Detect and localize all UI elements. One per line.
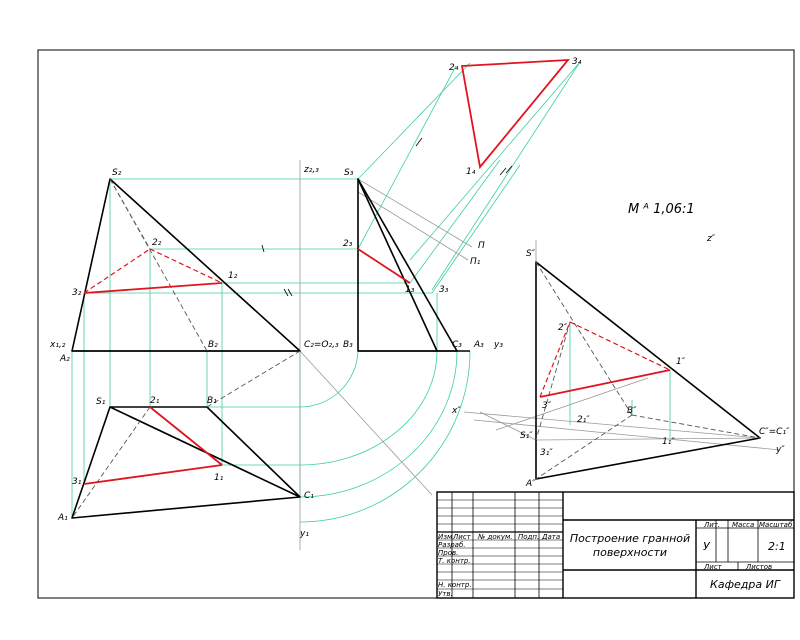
construction-lines — [71, 61, 671, 523]
label-b3: B₃ — [343, 340, 353, 350]
true-shape-triangle — [460, 58, 570, 170]
tb-mass-head: Масса — [732, 521, 754, 529]
section-front-solid — [83, 282, 223, 294]
tb-scale-val: 2:1 — [768, 540, 786, 553]
label-a-ax: A″ — [525, 479, 536, 489]
label-1-4: 1₄ — [466, 167, 476, 177]
tb-lit-val: У — [703, 540, 711, 553]
tb-dept: Кафедра ИГ — [710, 578, 781, 591]
tb-row-razrab: Разраб. — [438, 541, 466, 549]
label-y-ax: y″ — [775, 445, 785, 455]
label-3-3: 3₃ — [439, 285, 449, 295]
label-c1: C₁ — [304, 491, 314, 501]
label-1-2: 1₂ — [228, 271, 238, 281]
title-block-text: Изм Лист № докум. Подп. Дата Разраб. Про… — [438, 521, 793, 598]
tb-title-line2: поверхности — [593, 546, 667, 559]
side-view-triangle — [357, 178, 458, 352]
tb-col-izm: Изм — [438, 533, 453, 541]
tb-row-utv: Утв. — [438, 590, 453, 598]
section-top-solid-2 — [83, 464, 223, 485]
hidden-lines — [71, 178, 761, 519]
title-block — [436, 491, 795, 599]
label-1-ax: 1″ — [676, 357, 686, 367]
section-axon-solid — [539, 369, 671, 398]
label-s3: S₃ — [344, 168, 354, 178]
tb-sheets-head: Листов — [745, 563, 772, 571]
tb-row-nkontr: Н. контр. — [438, 581, 472, 589]
label-x12: x₁,₂ — [49, 340, 66, 350]
label-s1: S₁ — [96, 397, 106, 407]
label-3-2: 3₂ — [72, 288, 82, 298]
label-1-3: 1₃ — [405, 285, 415, 295]
object-lines — [71, 178, 761, 519]
label-c3: C₃ — [452, 340, 462, 350]
label-b1: B₁ — [207, 396, 217, 406]
tb-lit-head: Лит. — [703, 521, 720, 529]
tb-col-list: Лист — [452, 533, 472, 541]
label-s2: S₂ — [112, 168, 122, 178]
label-a3: A₃ — [473, 340, 484, 350]
tb-row-prov: Пров. — [438, 549, 458, 557]
tb-scale-head: Масштаб — [759, 521, 793, 529]
label-z23: z₂,₃ — [303, 165, 319, 175]
label-a2: A₂ — [59, 354, 70, 364]
label-1-ax-sec: 1₁″ — [662, 437, 675, 447]
label-b2: B₂ — [208, 340, 218, 350]
label-2-ax: 2″ — [558, 323, 568, 333]
label-s-ax: S″ — [526, 249, 536, 259]
top-view-base — [71, 406, 301, 519]
label-pi1: Π₁ — [470, 257, 481, 267]
label-c-ax: C″=C₁″ — [759, 427, 790, 437]
label-x-ax: x″ — [451, 406, 461, 416]
label-2-3: 2₃ — [343, 239, 353, 249]
tb-col-date: Дата — [541, 533, 560, 541]
tb-row-tkontr: Т. контр. — [438, 557, 471, 565]
label-3-4: 3₄ — [572, 57, 582, 67]
label-2-1: 2₁ — [150, 396, 160, 406]
section-top-solid — [149, 406, 223, 466]
tb-col-doc: № докум. — [477, 533, 513, 541]
axonometric-triangle — [535, 261, 761, 480]
point-labels: S₂ S₃ S₁ S″ S₁″ 2₂ 2₃ 2₁ 2″ 2₁″ 3₂ 3₃ 3₁… — [49, 57, 790, 539]
tb-col-sign: Подп. — [518, 533, 539, 541]
section-side-solid — [357, 248, 411, 284]
label-pi: Π — [478, 241, 485, 251]
label-b-ax: B″ — [627, 406, 637, 416]
label-1-1: 1₁ — [214, 473, 224, 483]
label-3-1: 3₁ — [72, 477, 82, 487]
drawing-frame — [37, 49, 795, 599]
section-dashed — [83, 248, 671, 398]
label-2-4: 2₄ — [449, 63, 459, 73]
label-c2: C₂=O₂,₃ — [304, 340, 339, 350]
section-lines — [83, 58, 671, 485]
tb-title-line1: Построение гранной — [570, 532, 690, 545]
label-2-2: 2₂ — [152, 238, 162, 248]
label-3-ax: 3″ — [542, 401, 552, 411]
label-a1: A₁ — [57, 513, 68, 523]
label-2-ax-sec: 2₁″ — [577, 415, 590, 425]
front-view-triangle — [71, 178, 301, 352]
label-z-ax: z″ — [706, 234, 716, 244]
label-3-ax-sec: 3₁″ — [540, 448, 553, 458]
label-s-ax-sec: S₁″ — [520, 431, 533, 441]
scale-note: M ᴬ 1,06:1 — [628, 202, 695, 217]
label-y3: y₃ — [493, 340, 503, 350]
tick-marks — [261, 137, 513, 297]
label-y1: y₁ — [299, 529, 309, 539]
tb-sheet-head: Лист — [703, 563, 723, 571]
